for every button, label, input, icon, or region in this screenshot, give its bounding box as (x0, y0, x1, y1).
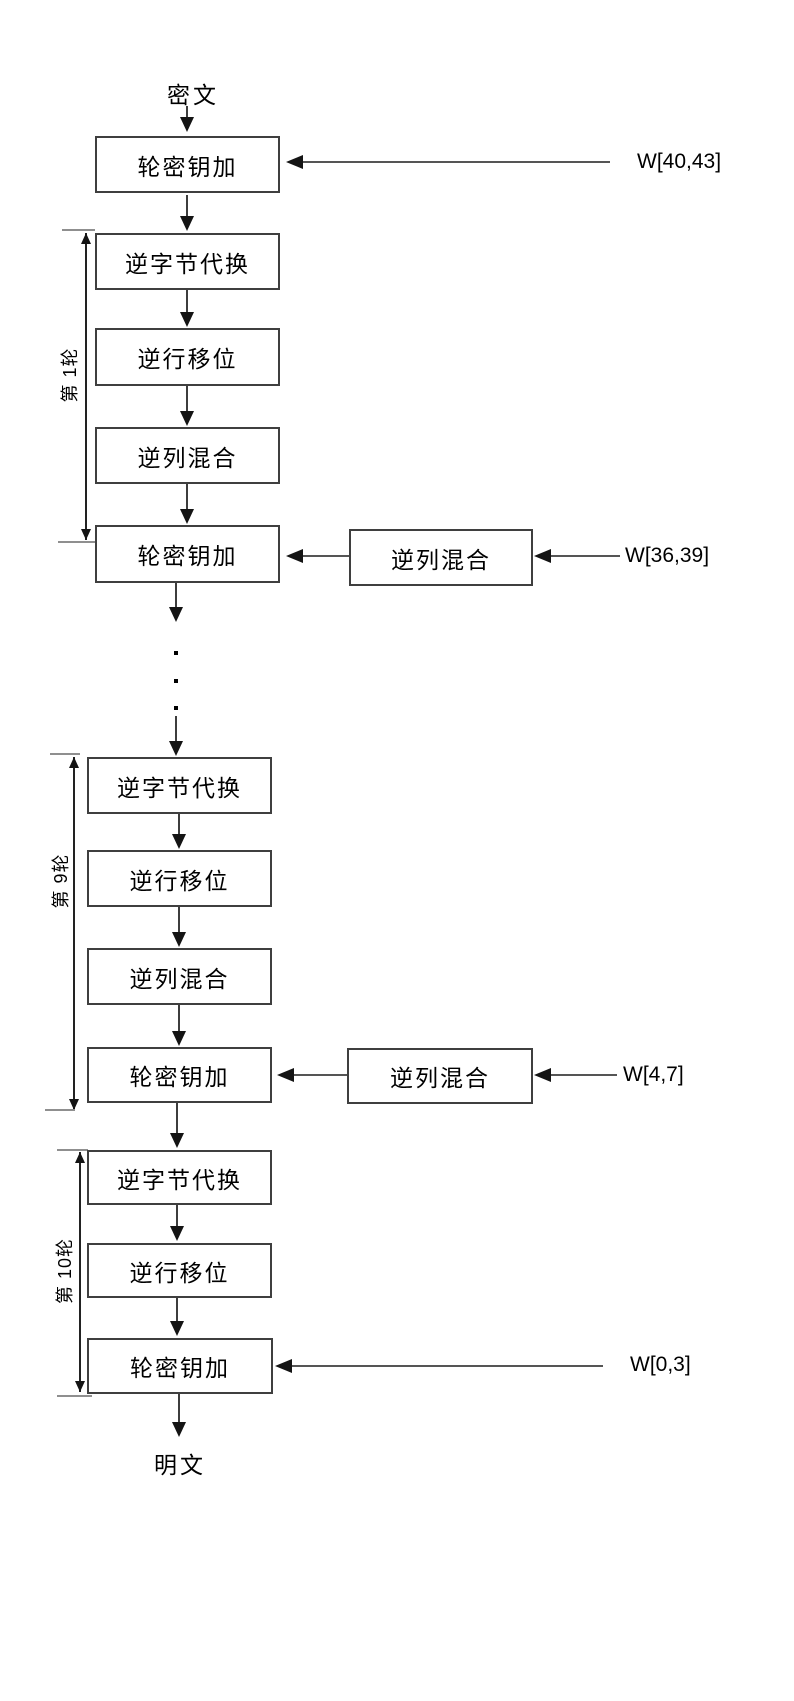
flow-arrow-line (175, 583, 177, 608)
arrowhead-up-icon (81, 233, 91, 244)
plaintext-label: 明文 (154, 1452, 206, 1478)
arrowhead-left-icon (286, 155, 303, 169)
arrowhead-down-icon (169, 607, 183, 622)
add-round-key-box: 轮密钥加 (87, 1047, 272, 1103)
arrowhead-left-icon (275, 1359, 292, 1373)
arrowhead-left-icon (277, 1068, 294, 1082)
arrowhead-down-icon (180, 216, 194, 231)
key-inv-mix-columns-box: 逆列混合 (349, 529, 533, 586)
inv-sub-bytes-box: 逆字节代换 (95, 233, 280, 290)
key-arrow-line (302, 555, 349, 557)
round-9-label: 第 9轮 (51, 853, 71, 909)
inv-shift-rows-box: 逆行移位 (95, 328, 280, 386)
arrowhead-down-icon (170, 1321, 184, 1336)
flow-arrow-line (176, 1298, 178, 1322)
bracket-tick (50, 753, 80, 755)
arrowhead-down-icon (180, 312, 194, 327)
round-10-label: 第 10轮 (55, 1237, 75, 1305)
bracket-tick (57, 1395, 92, 1397)
round-1-label: 第 1轮 (60, 347, 80, 403)
key-arrow-line (302, 161, 610, 163)
arrowhead-down-icon (170, 1226, 184, 1241)
arrowhead-left-icon (286, 549, 303, 563)
arrowhead-up-icon (69, 757, 79, 768)
arrowhead-down-icon (75, 1381, 85, 1392)
flow-arrow-line (178, 1005, 180, 1032)
flow-arrow-line (186, 386, 188, 412)
arrowhead-down-icon (172, 932, 186, 947)
ellipsis-dot (174, 679, 178, 683)
inv-sub-bytes-box: 逆字节代换 (87, 757, 272, 814)
bracket-tick (58, 541, 95, 543)
arrowhead-down-icon (180, 117, 194, 132)
ciphertext-label: 密文 (167, 82, 219, 108)
round-key-label-w36-39: W[36,39] (625, 544, 710, 567)
inv-shift-rows-box: 逆行移位 (87, 850, 272, 907)
inv-shift-rows-box: 逆行移位 (87, 1243, 272, 1298)
arrowhead-down-icon (81, 529, 91, 540)
round-1-bracket-line (85, 233, 87, 540)
key-arrow-line (293, 1074, 347, 1076)
bracket-tick (62, 229, 95, 231)
arrowhead-down-icon (169, 741, 183, 756)
arrowhead-down-icon (180, 509, 194, 524)
inv-sub-bytes-box: 逆字节代换 (87, 1150, 272, 1205)
arrowhead-down-icon (172, 1422, 186, 1437)
arrowhead-up-icon (75, 1152, 85, 1163)
arrowhead-down-icon (69, 1099, 79, 1110)
key-inv-mix-columns-box: 逆列混合 (347, 1048, 533, 1104)
arrowhead-down-icon (180, 411, 194, 426)
key-arrow-line (291, 1365, 603, 1367)
bracket-tick (45, 1109, 75, 1111)
arrowhead-down-icon (172, 834, 186, 849)
round-key-label-w4-7: W[4,7] (623, 1063, 684, 1086)
flow-arrow-line (178, 907, 180, 933)
inv-mix-columns-box: 逆列混合 (87, 948, 272, 1005)
arrowhead-down-icon (170, 1133, 184, 1148)
flow-arrow-line (186, 484, 188, 509)
flow-arrow-line (176, 1205, 178, 1227)
initial-add-round-key-box: 轮密钥加 (95, 136, 280, 193)
arrowhead-left-icon (534, 549, 551, 563)
flow-arrow-line (178, 1394, 180, 1423)
key-arrow-line (550, 1074, 617, 1076)
flow-arrow-line (186, 290, 188, 313)
flow-arrow-line (176, 1103, 178, 1134)
add-round-key-box: 轮密钥加 (95, 525, 280, 583)
bracket-tick (57, 1149, 88, 1151)
ellipsis-dot (174, 706, 178, 710)
round-key-label-w0-3: W[0,3] (630, 1353, 691, 1376)
key-arrow-line (550, 555, 620, 557)
arrowhead-down-icon (172, 1031, 186, 1046)
ellipsis-dot (174, 651, 178, 655)
round-key-label-w40-43: W[40,43] (637, 150, 722, 173)
arrowhead-left-icon (534, 1068, 551, 1082)
flow-arrow-line (178, 814, 180, 835)
flow-arrow-line (186, 195, 188, 217)
round-9-bracket-line (73, 757, 75, 1110)
add-round-key-box: 轮密钥加 (87, 1338, 273, 1394)
flow-arrow-line (186, 106, 188, 120)
flow-arrow-line (175, 716, 177, 742)
inv-mix-columns-box: 逆列混合 (95, 427, 280, 484)
round-10-bracket-line (79, 1152, 81, 1392)
